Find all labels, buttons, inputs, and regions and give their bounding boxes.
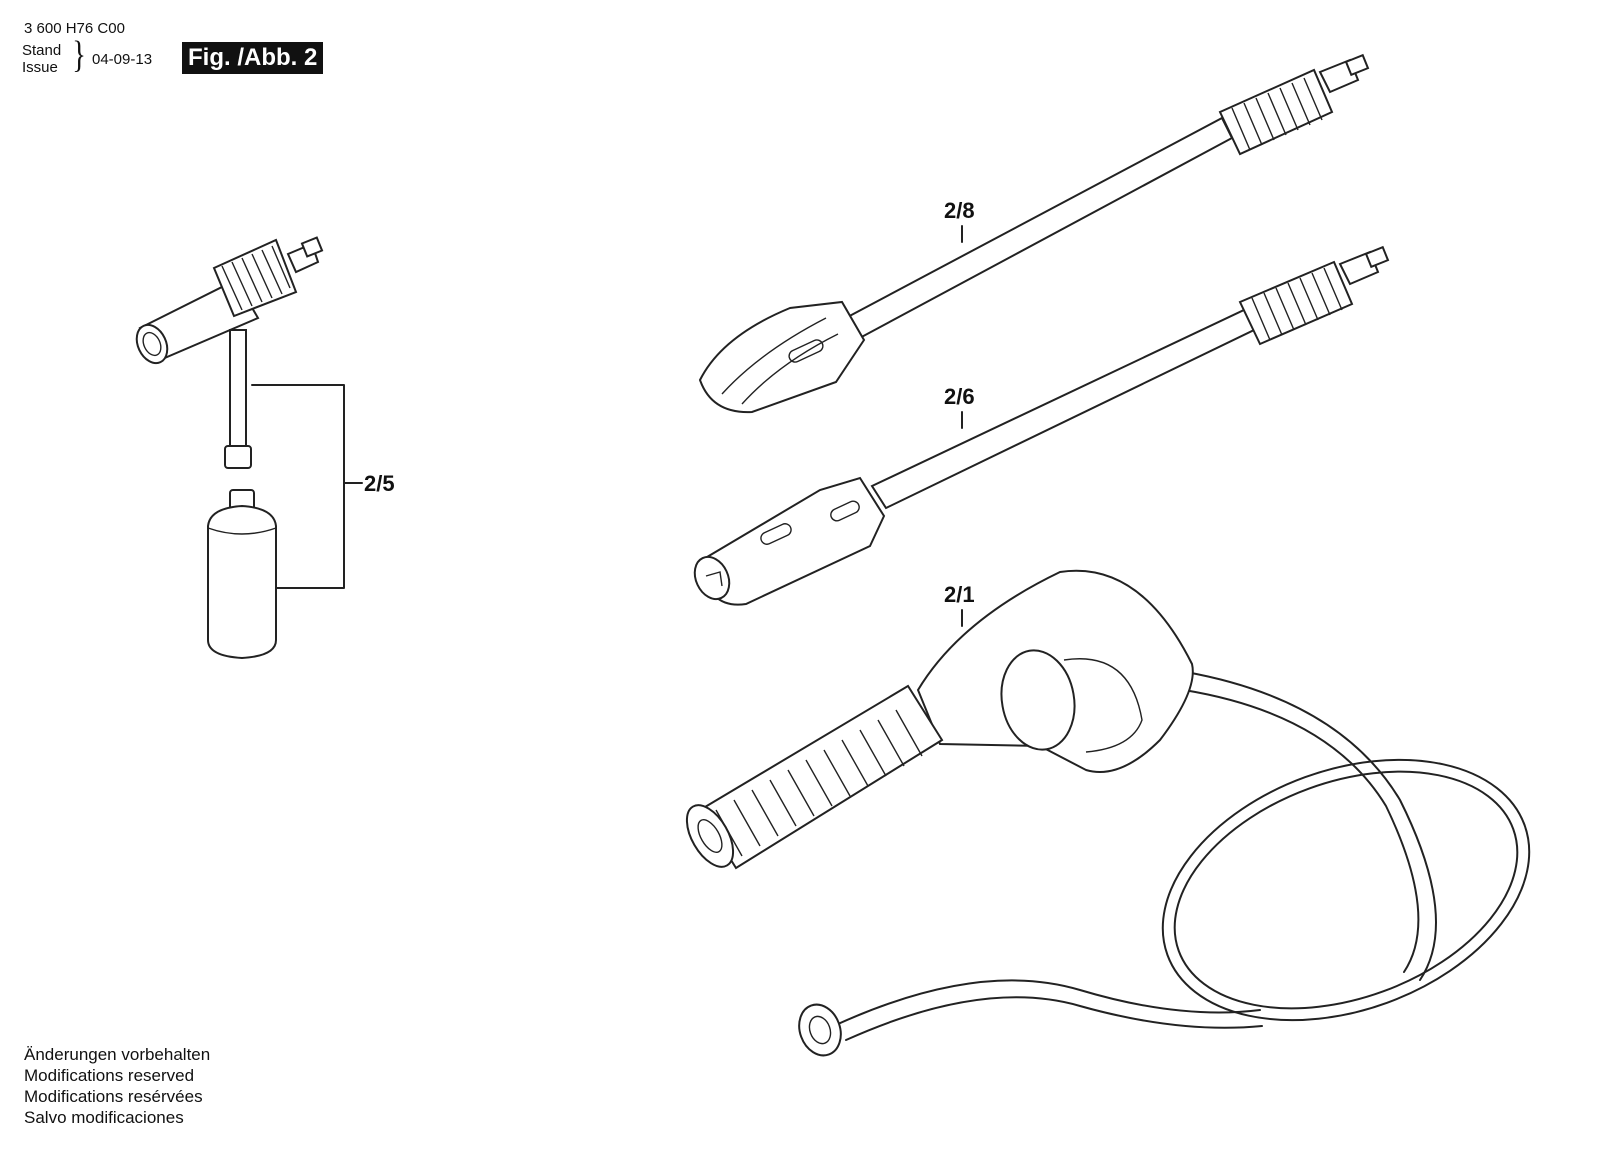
note-german: Änderungen vorbehalten: [24, 1045, 211, 1064]
lance-2-6-illustration: [693, 245, 1390, 606]
foam-nozzle-illustration: [135, 236, 363, 660]
issue-date: 04-09-13: [92, 51, 153, 68]
note-english: Modifications reserved: [24, 1066, 195, 1085]
document-number: 3 600 H76 C00: [24, 20, 125, 37]
part-label-2-1: 2/1: [944, 582, 975, 607]
stand-label: Stand: [22, 42, 62, 59]
note-spanish: Salvo modificaciones: [24, 1108, 184, 1127]
modification-notes: Änderungen vorbehalten Modifications res…: [24, 1044, 210, 1128]
issue-label: Issue: [22, 59, 58, 76]
brace-icon: }: [72, 34, 86, 76]
part-label-2-8: 2/8: [944, 198, 975, 223]
lance-2-8-illustration: [698, 53, 1370, 414]
spray-gun-hose-illustration: [685, 569, 1531, 1057]
note-french: Modifications resérvées: [24, 1087, 203, 1106]
figure-label: Fig. /Abb. 2: [182, 42, 324, 74]
part-label-2-6: 2/6: [944, 384, 975, 409]
part-label-2-5: 2/5: [364, 471, 395, 496]
